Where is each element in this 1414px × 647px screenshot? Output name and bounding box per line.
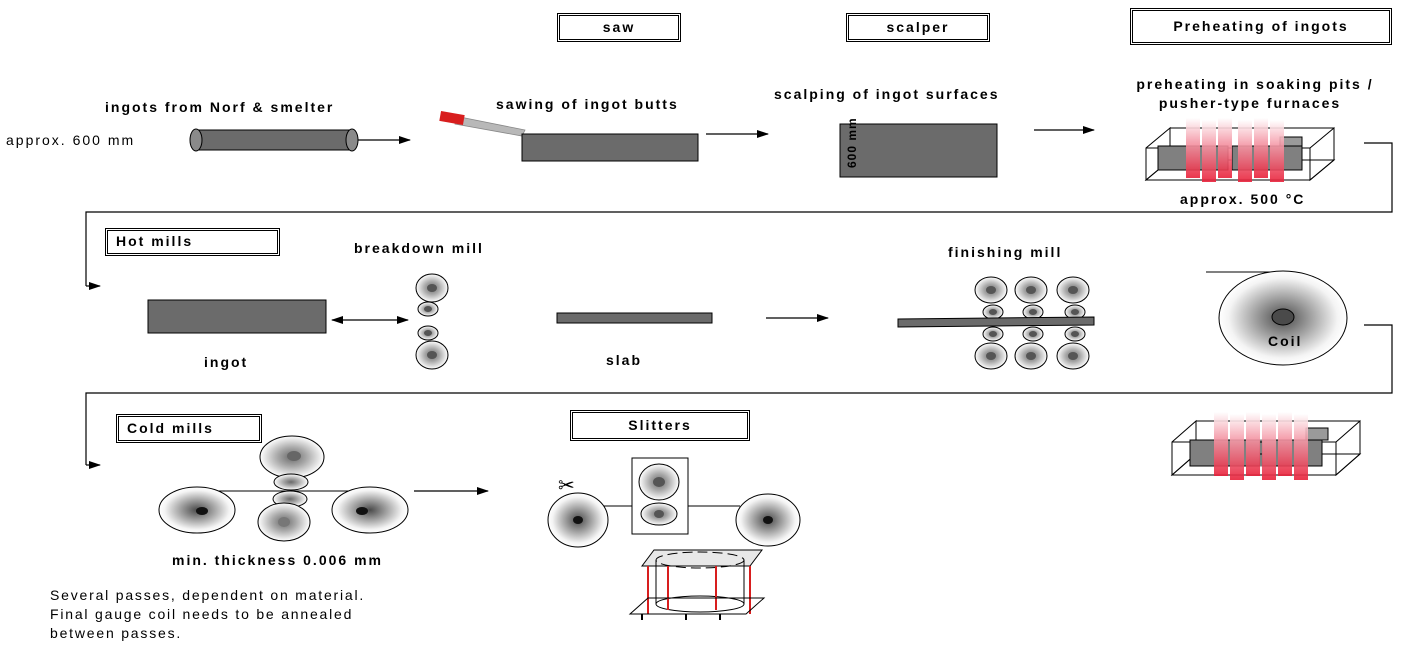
saw-icon <box>439 110 526 137</box>
hot-ingot <box>147 299 327 334</box>
slab <box>556 312 713 324</box>
label-ingot: ingot <box>204 354 249 370</box>
label-preheat-line2: pusher-type furnaces <box>1158 95 1342 111</box>
coil-stand <box>628 549 766 620</box>
scalped-ingot <box>839 123 998 178</box>
box-scalper: scalper <box>846 13 990 42</box>
scissors-icon: ✂ <box>558 473 575 497</box>
finishing-strip <box>897 316 1095 328</box>
label-min-thickness: min. thickness 0.006 mm <box>172 552 383 568</box>
box-hot-mills: Hot mills <box>105 228 280 256</box>
breakdown-mill-rolls <box>415 273 449 370</box>
label-scalping: scalping of ingot surfaces <box>774 86 1000 102</box>
label-finishing-mill: finishing mill <box>948 244 1063 260</box>
note-line-2: Final gauge coil needs to be annealed <box>50 606 354 622</box>
sawn-ingot <box>521 133 699 162</box>
soaking-pit-furnace <box>1144 118 1336 182</box>
connector-row2-row3 <box>85 324 1393 465</box>
finishing-mill-rolls <box>897 276 1095 370</box>
note-line-1: Several passes, dependent on material. <box>50 587 366 603</box>
label-breakdown-mill: breakdown mill <box>354 240 484 256</box>
hot-coil <box>1206 270 1348 366</box>
connector-row1-row2 <box>85 142 1393 286</box>
label-preheat-line1: preheating in soaking pits / <box>1136 76 1374 92</box>
annealing-furnace <box>1170 412 1362 480</box>
box-preheating: Preheating of ingots <box>1130 8 1392 45</box>
label-approx-600: approx. 600 mm <box>6 132 136 148</box>
label-ingot-dim: 600 mm <box>845 117 859 168</box>
label-sawing: sawing of ingot butts <box>496 96 679 112</box>
slitter: ✂ <box>547 457 801 548</box>
label-approx-500: approx. 500 °C <box>1180 191 1306 207</box>
label-coil: Coil <box>1268 333 1303 349</box>
box-saw: saw <box>557 13 681 42</box>
cold-mill <box>158 435 409 542</box>
label-slab: slab <box>606 352 643 368</box>
label-ingots-from: ingots from Norf & smelter <box>105 99 335 115</box>
note-line-3: between passes. <box>50 625 183 641</box>
box-slitters: Slitters <box>570 410 750 441</box>
box-cold-mills: Cold mills <box>116 414 262 443</box>
ingot-cylinder <box>189 128 359 152</box>
